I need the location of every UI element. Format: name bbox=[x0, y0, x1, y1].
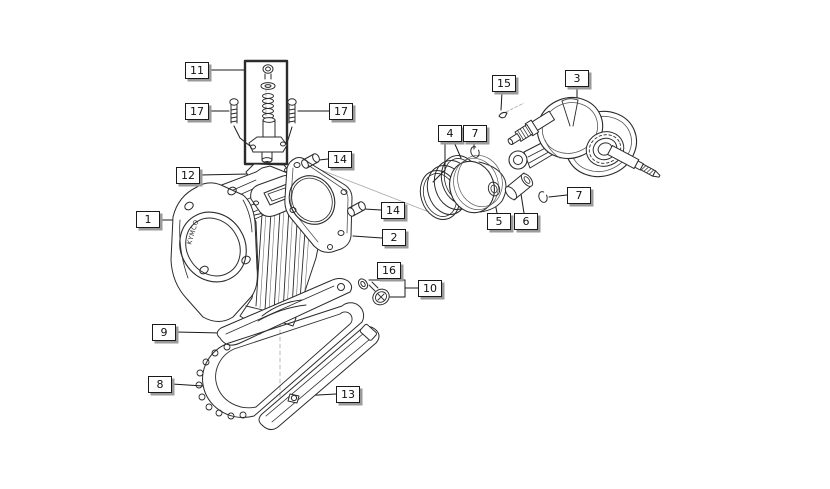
tensioner-washer bbox=[260, 82, 276, 90]
circlip-right bbox=[538, 191, 548, 203]
callout-11[interactable]: 11 bbox=[185, 62, 209, 79]
dowel-pin-top bbox=[301, 153, 320, 169]
callout-12[interactable]: 12 bbox=[176, 167, 200, 184]
tensioner-blade bbox=[258, 323, 380, 431]
tensioner-assembly-box bbox=[243, 59, 289, 166]
callout-15[interactable]: 15 bbox=[492, 75, 516, 92]
callout-2[interactable]: 2 bbox=[382, 229, 406, 246]
circlip-top bbox=[470, 146, 480, 158]
callout-9[interactable]: 9 bbox=[152, 324, 176, 341]
tensioner-bolt-right bbox=[287, 98, 297, 124]
callout-14-top[interactable]: 14 bbox=[328, 151, 352, 168]
tensioner-body bbox=[248, 117, 288, 165]
callout-7-top[interactable]: 7 bbox=[463, 125, 487, 142]
callout-6[interactable]: 6 bbox=[514, 213, 538, 230]
callout-16[interactable]: 16 bbox=[377, 262, 401, 279]
woodruff-key bbox=[498, 111, 508, 119]
chain-links bbox=[195, 343, 247, 420]
crankshaft bbox=[507, 97, 661, 178]
cam-chain-guide bbox=[216, 278, 353, 346]
cylinder-flange bbox=[170, 182, 258, 322]
tensioner-cap-bolt bbox=[262, 64, 274, 80]
tensioner-spring bbox=[262, 93, 274, 119]
crank-output-shaft bbox=[607, 145, 661, 178]
callout-10[interactable]: 10 bbox=[418, 280, 442, 297]
callout-13[interactable]: 13 bbox=[336, 386, 360, 403]
cylinder-head-gasket bbox=[284, 157, 353, 253]
callout-5[interactable]: 5 bbox=[487, 213, 511, 230]
piston bbox=[449, 155, 507, 214]
tensioner-screw bbox=[368, 281, 390, 306]
tensioner-bolt-left bbox=[229, 98, 239, 124]
cylinder-bore bbox=[179, 211, 247, 283]
callout-14-right[interactable]: 14 bbox=[381, 202, 405, 219]
callout-3[interactable]: 3 bbox=[565, 70, 589, 87]
callout-8[interactable]: 8 bbox=[148, 376, 172, 393]
callout-17-left[interactable]: 17 bbox=[185, 103, 209, 120]
cam-chain bbox=[195, 302, 365, 420]
piston-pin bbox=[504, 172, 534, 201]
callout-17-right[interactable]: 17 bbox=[329, 103, 353, 120]
callout-7-right[interactable]: 7 bbox=[567, 187, 591, 204]
callout-4[interactable]: 4 bbox=[438, 125, 462, 142]
crank-nose-shaft bbox=[507, 110, 555, 145]
dowel-pin-right bbox=[347, 201, 366, 217]
washer bbox=[357, 278, 369, 290]
callout-1[interactable]: 1 bbox=[136, 211, 160, 228]
